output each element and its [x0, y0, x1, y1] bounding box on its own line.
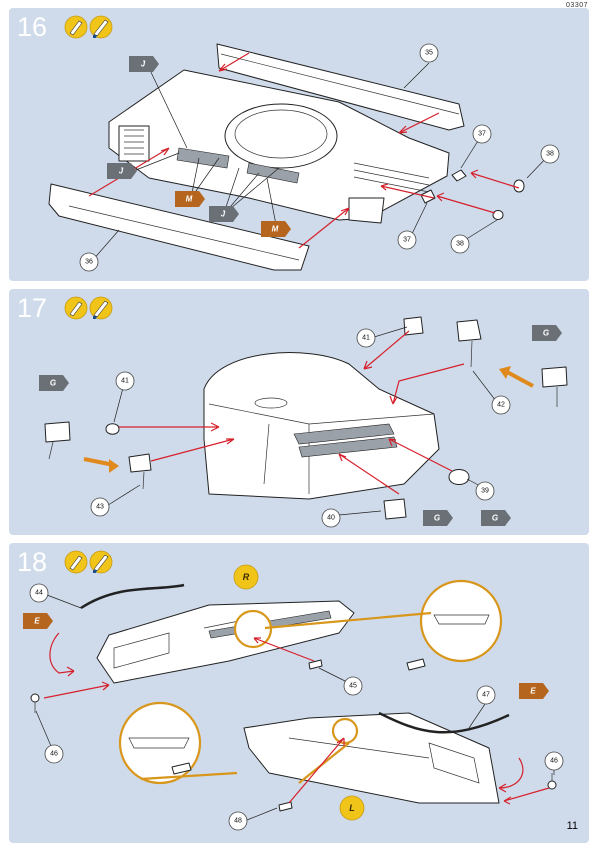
color-tag-j: J: [129, 56, 159, 72]
callout-38b: 38: [450, 234, 470, 254]
svg-text:G: G: [434, 514, 440, 523]
callout-37b: 37: [397, 230, 417, 250]
color-tag-j: J: [209, 206, 239, 222]
page-number: 11: [566, 820, 578, 832]
svg-text:35: 35: [425, 50, 433, 57]
glue-icon: [64, 15, 88, 39]
svg-text:40: 40: [327, 515, 335, 522]
callout-45: 45: [343, 676, 363, 696]
callout-36: 36: [79, 252, 99, 272]
track-guard-35: [216, 43, 465, 131]
step-18-illustration: 44 45 46 47 46 48 E E R L: [23, 550, 564, 831]
svg-text:45: 45: [349, 683, 357, 690]
svg-text:M: M: [186, 195, 193, 204]
callout-42: 42: [491, 395, 511, 415]
glue-icon: [64, 550, 88, 574]
callout-41: 41: [356, 328, 376, 348]
callout-37: 37: [472, 124, 492, 144]
svg-text:48: 48: [234, 818, 242, 825]
callout-46b: 46: [544, 751, 564, 771]
color-tag-g: G: [532, 325, 562, 341]
svg-text:G: G: [50, 379, 56, 388]
svg-text:G: G: [543, 329, 549, 338]
step-number: 18: [17, 547, 48, 577]
step-17-panel: 17: [9, 289, 589, 535]
callout-46: 46: [44, 744, 64, 764]
svg-text:38: 38: [456, 241, 464, 248]
hull-side-left: [243, 712, 500, 804]
side-label-right: R: [233, 564, 259, 590]
paint-icon: [89, 550, 113, 574]
svg-text:M: M: [272, 225, 279, 234]
glue-icon: [64, 296, 88, 320]
svg-text:39: 39: [481, 488, 489, 495]
color-tag-e: E: [519, 683, 549, 699]
color-tag-j: J: [107, 163, 137, 179]
callout-48: 48: [228, 811, 248, 831]
step-16-panel: 16: [9, 8, 589, 281]
color-tag-e: E: [23, 613, 53, 629]
svg-text:G: G: [492, 514, 498, 523]
svg-text:L: L: [349, 803, 355, 813]
hull-front: [203, 352, 440, 500]
svg-text:43: 43: [96, 504, 104, 511]
track-guard-36: [48, 183, 310, 271]
svg-text:J: J: [119, 167, 124, 176]
callout-41b: 41: [115, 371, 135, 391]
svg-text:42: 42: [497, 402, 505, 409]
svg-text:J: J: [141, 60, 146, 69]
callout-35: 35: [419, 43, 439, 63]
svg-text:46: 46: [550, 758, 558, 765]
svg-text:36: 36: [85, 259, 93, 266]
paint-icon: [89, 296, 113, 320]
callout-39: 39: [475, 481, 495, 501]
color-tag-m: M: [261, 221, 291, 237]
product-code: 03307: [566, 2, 588, 9]
color-tag-g: G: [39, 375, 69, 391]
callout-40: 40: [321, 508, 341, 528]
svg-text:R: R: [243, 572, 250, 582]
svg-text:47: 47: [482, 692, 490, 699]
callout-44: 44: [29, 583, 49, 603]
paint-icon: [89, 15, 113, 39]
color-tag-g: G: [423, 510, 453, 526]
svg-text:J: J: [221, 210, 226, 219]
svg-text:44: 44: [35, 590, 43, 597]
step-16-illustration: 35 36 37 37 38 38 J J J M M: [48, 15, 560, 272]
callout-47: 47: [476, 685, 496, 705]
step-number: 17: [17, 293, 48, 323]
svg-text:37: 37: [478, 131, 486, 138]
svg-text:41: 41: [362, 335, 370, 342]
step-number: 16: [17, 12, 48, 42]
svg-text:E: E: [530, 687, 536, 696]
callout-43: 43: [90, 497, 110, 517]
color-tag-g: G: [481, 510, 511, 526]
side-label-left: L: [339, 795, 365, 821]
step-17-illustration: 41 41 42 43 39 40 G G G G: [39, 296, 568, 528]
svg-text:E: E: [34, 617, 40, 626]
svg-text:38: 38: [546, 151, 554, 158]
svg-text:46: 46: [50, 751, 58, 758]
callout-38: 38: [540, 144, 560, 164]
svg-text:37: 37: [403, 237, 411, 244]
color-tag-m: M: [175, 191, 205, 207]
svg-text:41: 41: [121, 378, 129, 385]
step-18-panel: 18: [9, 543, 589, 843]
